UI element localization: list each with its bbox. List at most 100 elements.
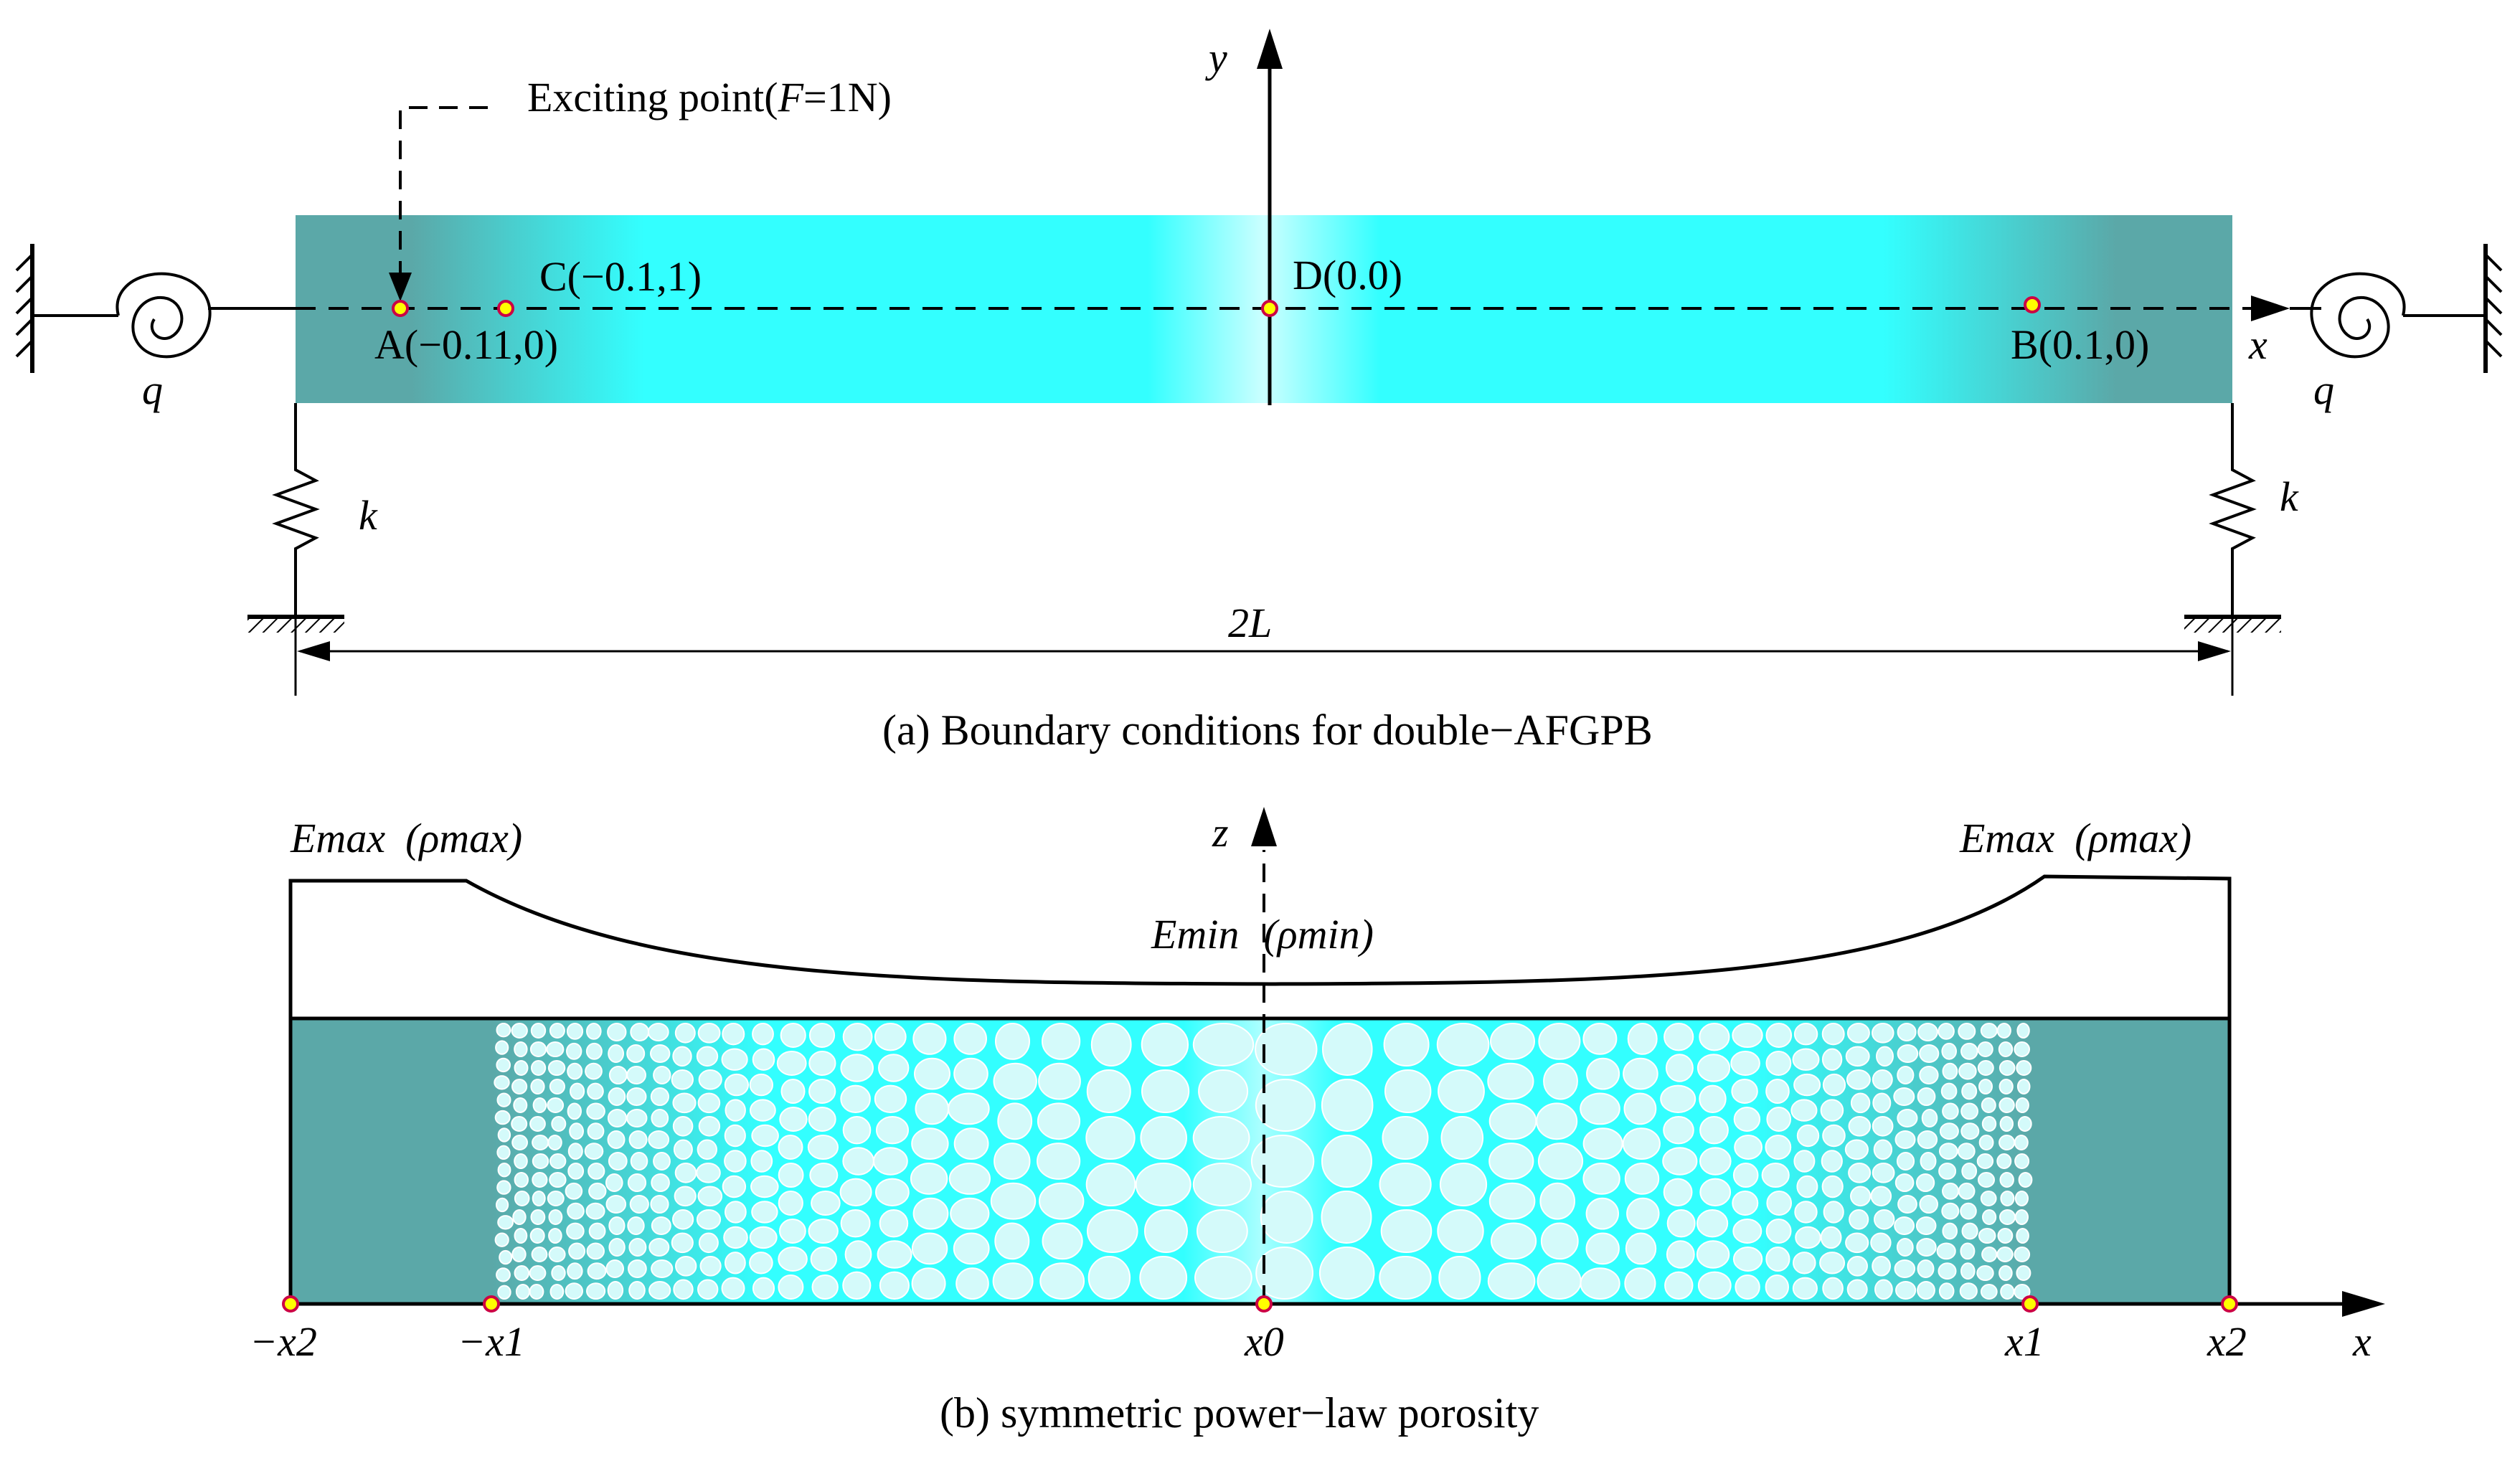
dense-zone-left — [291, 1018, 491, 1304]
pore-ellipse — [1666, 1209, 1696, 1238]
pore-ellipse — [1735, 1275, 1760, 1300]
pore-ellipse — [496, 1023, 511, 1038]
pore-ellipse — [2014, 1153, 2030, 1169]
pore-ellipse — [1543, 1062, 1578, 1100]
pore-ellipse — [1255, 1023, 1318, 1076]
pore-ellipse — [955, 1267, 989, 1300]
pore-ellipse — [1792, 1048, 1820, 1071]
pore-ellipse — [496, 1197, 509, 1213]
pore-ellipse — [532, 1135, 549, 1150]
pore-ellipse — [605, 1259, 625, 1278]
pore-ellipse — [1793, 1150, 1816, 1173]
pore-ellipse — [778, 1135, 803, 1160]
pore-ellipse — [911, 1127, 949, 1160]
pore-ellipse — [629, 1195, 649, 1214]
pore-ellipse — [495, 1040, 509, 1055]
marker-d — [1261, 300, 1278, 317]
dim-arrow-left — [297, 641, 330, 661]
pore-ellipse — [874, 1023, 907, 1051]
pore-ellipse — [1919, 1044, 1940, 1063]
pore-ellipse — [514, 1265, 530, 1281]
pore-ellipse — [1135, 1163, 1191, 1206]
pore-ellipse — [1382, 1116, 1429, 1160]
emax-left-label: Emax(ρmax) — [290, 815, 522, 861]
pore-ellipse — [721, 1048, 748, 1071]
pore-ellipse — [915, 1092, 950, 1125]
pore-ellipse — [750, 1175, 779, 1198]
pore-ellipse — [1999, 1116, 2014, 1132]
pore-ellipse — [2015, 1097, 2029, 1113]
pore-ellipse — [548, 1247, 566, 1262]
pore-ellipse — [911, 1267, 946, 1300]
pore-ellipse — [1981, 1116, 1997, 1132]
pore-ellipse — [653, 1066, 671, 1084]
pore-ellipse — [549, 1284, 565, 1300]
pore-ellipse — [567, 1202, 585, 1220]
pore-ellipse — [1793, 1252, 1816, 1275]
pore-ellipse — [549, 1079, 566, 1094]
z-axis-arrow — [1251, 807, 1277, 846]
pore-ellipse — [671, 1069, 694, 1090]
pore-ellipse — [608, 1152, 628, 1171]
pore-ellipse — [1942, 1182, 1959, 1200]
pore-ellipse — [607, 1023, 627, 1041]
point-b-label: B(0.1,0) — [2011, 321, 2149, 368]
pore-ellipse — [778, 1191, 803, 1216]
pore-ellipse — [1942, 1222, 1958, 1240]
pore-ellipse — [1585, 1232, 1620, 1265]
pore-ellipse — [1766, 1107, 1791, 1132]
pore-ellipse — [1440, 1116, 1484, 1160]
pore-ellipse — [1487, 1062, 1534, 1100]
pore-ellipse — [608, 1066, 628, 1084]
pore-ellipse — [1846, 1069, 1871, 1090]
pore-ellipse — [1321, 1135, 1372, 1188]
pore-ellipse — [875, 1178, 910, 1207]
property-profile — [288, 874, 2232, 1018]
pore-ellipse — [567, 1143, 583, 1160]
pore-ellipse — [1938, 1163, 1957, 1180]
pore-ellipse — [1321, 1079, 1374, 1132]
pore-ellipse — [547, 1191, 565, 1206]
pore-ellipse — [607, 1130, 626, 1149]
pore-ellipse — [626, 1087, 647, 1106]
pore-ellipse — [1959, 1282, 1978, 1300]
pore-ellipse — [840, 1084, 871, 1114]
k-label-left: k — [359, 492, 378, 539]
pore-ellipse — [2016, 1023, 2030, 1039]
pore-ellipse — [1732, 1219, 1762, 1244]
pore-ellipse — [1663, 1178, 1693, 1207]
y-axis-label: y — [1205, 34, 1227, 81]
pore-ellipse — [1732, 1247, 1763, 1272]
pore-ellipse — [1916, 1173, 1935, 1192]
pore-ellipse — [650, 1087, 670, 1106]
pore-ellipse — [549, 1153, 567, 1169]
dense-zone-right — [2030, 1018, 2229, 1304]
pore-ellipse — [627, 1216, 645, 1235]
point-a-label: A(−0.11,0) — [374, 321, 558, 368]
pore-ellipse — [2014, 1247, 2031, 1262]
pore-ellipse — [1664, 1271, 1694, 1300]
pore-ellipse — [651, 1173, 670, 1192]
pore-ellipse — [1796, 1175, 1818, 1198]
pore-ellipse — [1540, 1222, 1579, 1260]
pore-ellipse — [586, 1242, 605, 1260]
pore-ellipse — [1766, 1191, 1792, 1216]
pore-ellipse — [587, 1122, 605, 1140]
pore-ellipse — [628, 1238, 647, 1257]
pore-ellipse — [1141, 1069, 1190, 1113]
pore-ellipse — [1731, 1079, 1758, 1104]
pore-ellipse — [1915, 1216, 1937, 1235]
pore-ellipse — [1957, 1143, 1976, 1160]
pore-ellipse — [532, 1172, 548, 1188]
pore-ellipse — [779, 1107, 808, 1132]
pore-ellipse — [566, 1222, 585, 1240]
pore-ellipse — [1665, 1054, 1694, 1082]
pore-ellipse — [585, 1062, 603, 1080]
pore-ellipse — [1961, 1082, 1978, 1100]
pore-ellipse — [514, 1060, 529, 1076]
pore-ellipse — [1941, 1202, 1960, 1220]
pore-ellipse — [1792, 1277, 1818, 1300]
pore-ellipse — [511, 1116, 528, 1132]
pore-ellipse — [548, 1209, 563, 1225]
pore-ellipse — [1894, 1259, 1916, 1278]
